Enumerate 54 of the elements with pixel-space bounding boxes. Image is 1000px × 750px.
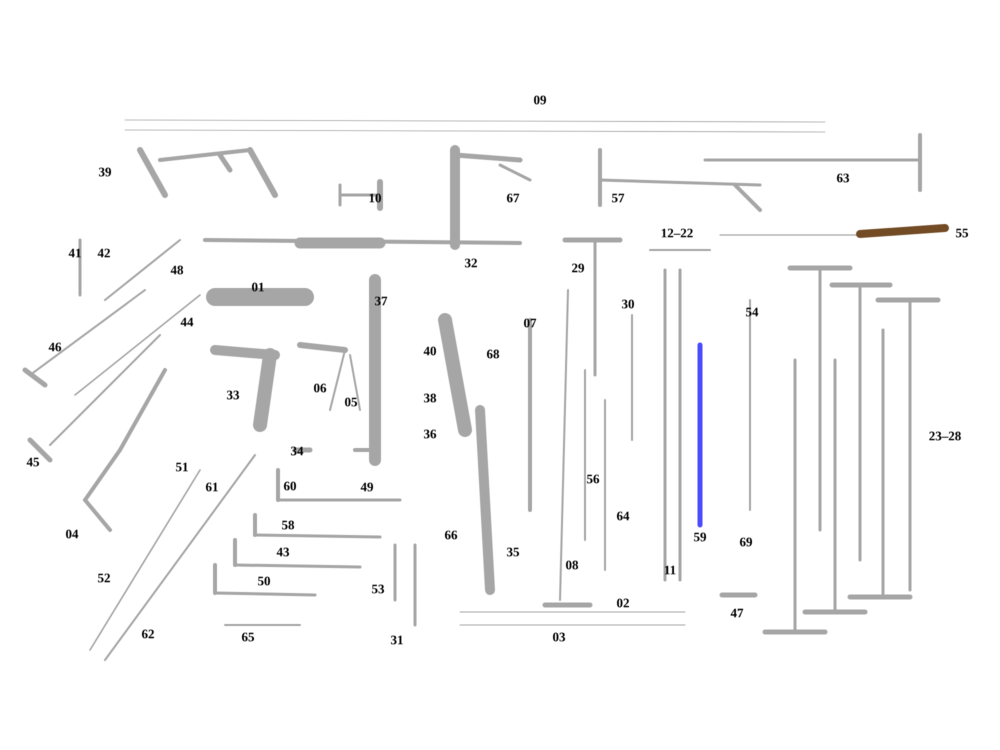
callout-number: 23–28 <box>929 432 961 440</box>
callout-number: 62 <box>142 630 154 638</box>
callout-number: 44 <box>180 318 194 326</box>
callout-number: 56 <box>587 474 600 484</box>
callout-number: 09 <box>534 96 546 104</box>
callout-number: 30 <box>622 300 634 308</box>
callout-number: 34 <box>291 446 304 456</box>
callout-number: 40 <box>424 346 436 356</box>
callout-number: 48 <box>170 266 184 274</box>
callout-number: 39 <box>99 168 112 176</box>
callout-number: 60 <box>284 482 296 490</box>
callout-number: 65 <box>242 632 254 642</box>
callout-number: 31 <box>391 636 403 644</box>
callout-number: 43 <box>276 548 290 556</box>
callout-number: 01 <box>252 282 264 292</box>
callout-number: 45 <box>26 458 40 466</box>
callout-number: 06 <box>314 384 326 392</box>
callout-number: 29 <box>572 264 584 272</box>
callout-number: 41 <box>68 248 81 258</box>
callout-number: 64 <box>616 512 630 520</box>
callout-number: 57 <box>612 194 624 202</box>
callout-number: 67 <box>506 194 520 202</box>
callout-number: 10 <box>370 194 381 202</box>
callout-number: 47 <box>730 608 744 618</box>
callout-number: 12–22 <box>662 228 693 238</box>
callout-number: 08 <box>566 560 578 570</box>
callout-number: 05 <box>345 398 358 406</box>
callout-number: 54 <box>746 308 758 316</box>
callout-number: 59 <box>694 532 706 542</box>
callout-number: 58 <box>282 520 294 530</box>
callout-number: 68 <box>486 350 500 358</box>
callout-number: 33 <box>227 390 240 400</box>
callout-number: 35 <box>507 548 520 556</box>
callout-number: 49 <box>360 482 374 492</box>
callout-number: 61 <box>206 482 218 492</box>
callout-number: 04 <box>66 530 78 538</box>
callout-number: 32 <box>465 258 477 268</box>
callout-number: 55 <box>956 228 968 238</box>
callout-number: 46 <box>48 342 62 352</box>
callout-number: 38 <box>424 394 436 402</box>
callout-number: 50 <box>258 576 270 586</box>
callout-number: 53 <box>372 584 384 594</box>
callout-number: 02 <box>617 598 629 608</box>
callout-number: 63 <box>836 174 850 182</box>
callout-number: 11 <box>664 566 676 574</box>
callout-number: 36 <box>424 430 436 438</box>
callout-number: 03 <box>553 632 566 642</box>
callout-number: 07 <box>524 318 536 328</box>
callout-number: 42 <box>98 248 110 258</box>
callout-number: 37 <box>375 296 388 306</box>
callout-number: 52 <box>98 574 110 582</box>
callout-number: 69 <box>740 538 752 546</box>
callout-number: 51 <box>176 462 188 472</box>
callout-number: 66 <box>444 530 458 540</box>
